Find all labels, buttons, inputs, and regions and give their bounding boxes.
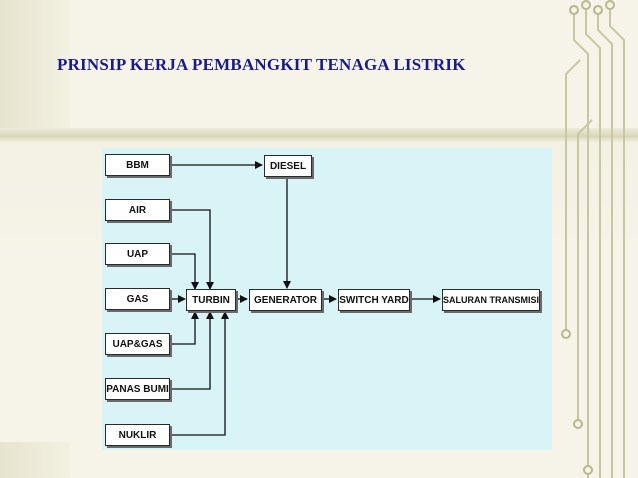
circuit-decoration — [561, 0, 625, 478]
node-turbin: TURBIN — [186, 289, 236, 311]
node-air: AIR — [105, 199, 170, 221]
node-bbm: BBM — [105, 154, 170, 176]
slide-title: PRINSIP KERJA PEMBANGKIT TENAGA LISTRIK — [57, 55, 466, 74]
node-nuklir: NUKLIR — [105, 424, 170, 446]
node-gas: GAS — [105, 288, 170, 310]
node-diesel: DIESEL — [264, 155, 312, 177]
node-uap: UAP — [105, 243, 170, 265]
node-panas-bumi: PANAS BUMI — [105, 378, 170, 400]
node-uap-gas: UAP&GAS — [105, 333, 170, 355]
node-saluran-transmisi: SALURAN TRANSMISI — [442, 289, 540, 311]
background-band — [0, 128, 638, 142]
node-generator: GENERATOR — [249, 289, 322, 311]
node-switch-yard: SWITCH YARD — [338, 289, 410, 311]
